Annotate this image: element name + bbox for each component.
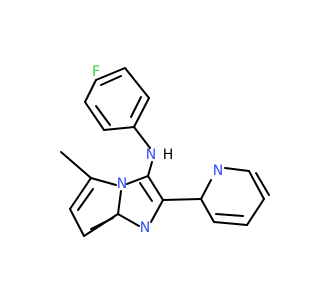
bond: [133, 126, 151, 149]
bond: [213, 221, 248, 226]
bond: [100, 75, 122, 86]
bond: [84, 101, 105, 131]
bond: [95, 105, 111, 126]
bond: [90, 177, 117, 186]
bridgehead-nitrogen-label: N: [117, 176, 127, 192]
bond: [248, 170, 265, 200]
bond: [95, 67, 126, 81]
molecule-structure-diagram: F N H N N N: [60, 64, 270, 237]
amine-nitrogen-label: N: [146, 147, 156, 163]
bond: [224, 167, 250, 172]
bond: [150, 199, 164, 223]
bond: [200, 198, 215, 223]
bond: [147, 161, 153, 177]
fluorine-label: F: [92, 64, 100, 80]
bond: [200, 179, 212, 200]
pyridyl-nitrogen-label: N: [213, 163, 223, 179]
bond: [77, 188, 94, 211]
bond: [126, 175, 149, 185]
bond: [69, 208, 85, 237]
bond: [124, 67, 150, 99]
amine-hydrogen-label: H: [163, 147, 174, 163]
bond: [90, 217, 114, 230]
bond: [162, 198, 202, 201]
bond: [133, 97, 150, 128]
bond: [60, 151, 92, 179]
bond: [139, 182, 153, 202]
bond: [117, 213, 140, 227]
bond: [246, 198, 265, 226]
bond: [117, 190, 122, 215]
atom-label-layer: F N H N N N: [92, 64, 223, 236]
bond: [215, 213, 244, 217]
bond: [130, 96, 142, 118]
imidazole-nitrogen-label: N: [140, 220, 150, 236]
bond: [84, 79, 97, 103]
bond: [147, 175, 164, 201]
bond: [69, 177, 92, 210]
bond: [103, 126, 135, 131]
bond-layer: [60, 67, 270, 237]
bond: [255, 172, 270, 196]
